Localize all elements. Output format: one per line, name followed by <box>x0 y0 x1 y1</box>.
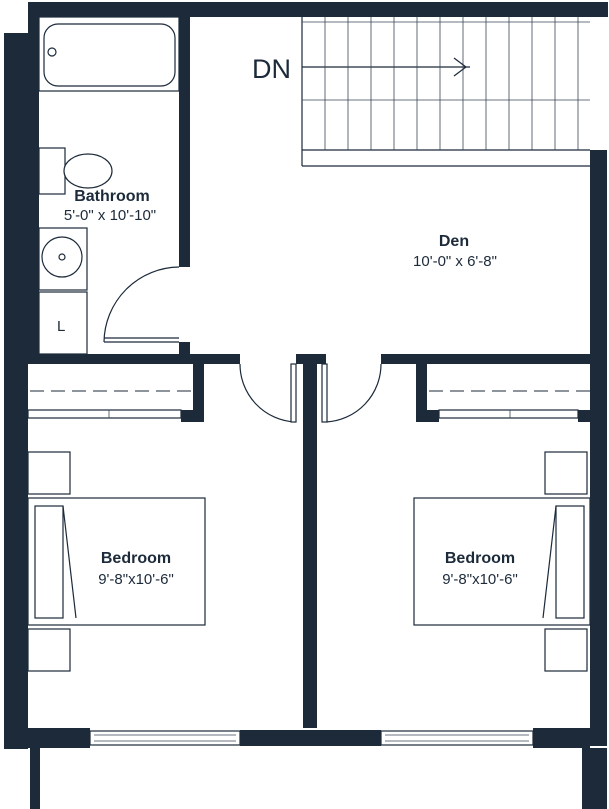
doors <box>103 266 382 423</box>
closet-right <box>429 390 590 419</box>
sink-icon <box>38 227 88 291</box>
room-name-bedroom-left: Bedroom <box>101 550 171 567</box>
room-size-bathroom: 5'-0" x 10'-10" <box>64 207 156 224</box>
room-size-bedroom-right: 9'-8"x10'-6" <box>442 571 518 588</box>
room-name-den: Den <box>439 233 469 250</box>
walls <box>4 2 608 809</box>
stair-direction-arrow-icon <box>453 57 467 77</box>
windows <box>89 730 534 746</box>
bed-right-icon <box>413 451 591 672</box>
room-size-bedroom-left: 9'-8"x10'-6" <box>98 571 174 588</box>
closet-left <box>27 390 193 419</box>
bathtub-icon <box>38 16 180 92</box>
toilet-icon <box>38 147 113 195</box>
staircase <box>301 17 590 167</box>
laundry-label: L <box>57 318 65 335</box>
room-name-bedroom-right: Bedroom <box>445 550 515 567</box>
room-name-bathroom: Bathroom <box>74 188 150 205</box>
room-size-den: 10'-0" x 6'-8" <box>413 253 497 270</box>
laundry-closet <box>38 291 88 355</box>
bed-left-icon <box>27 451 206 672</box>
stair-down-label: DN <box>252 54 291 84</box>
